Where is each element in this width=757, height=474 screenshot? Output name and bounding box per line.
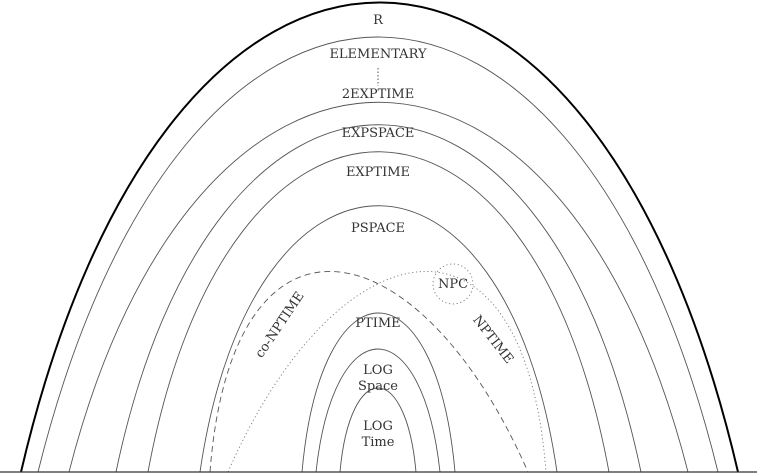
label-logspace-line2: Space	[358, 379, 398, 394]
nptime-boundary	[227, 271, 547, 473]
label-r: R	[373, 13, 384, 28]
pspace-boundary	[199, 205, 558, 473]
label-pspace: PSPACE	[351, 221, 405, 236]
elementary-boundary	[37, 36, 719, 473]
logtime-boundary	[339, 387, 417, 473]
exptime-boundary	[147, 151, 610, 473]
npc-boundary	[432, 263, 474, 305]
label-logspace-line1: LOG	[363, 363, 393, 378]
label-logtime-line2: Time	[362, 435, 395, 450]
label-npc: NPC	[438, 277, 468, 292]
co-nptime-boundary	[209, 271, 529, 473]
2exptime-boundary	[68, 101, 689, 473]
label-2exptime: 2EXPTIME	[342, 87, 414, 102]
logspace-boundary	[315, 348, 441, 473]
label-exptime: EXPTIME	[346, 165, 410, 180]
ptime-boundary	[301, 312, 456, 473]
label-ptime: PTIME	[355, 316, 400, 331]
r-boundary	[20, 1, 739, 473]
expspace-boundary	[115, 124, 642, 473]
label-logtime-line1: LOG	[363, 419, 393, 434]
label-elementary: ELEMENTARY	[329, 47, 427, 62]
label-expspace: EXPSPACE	[342, 126, 415, 141]
